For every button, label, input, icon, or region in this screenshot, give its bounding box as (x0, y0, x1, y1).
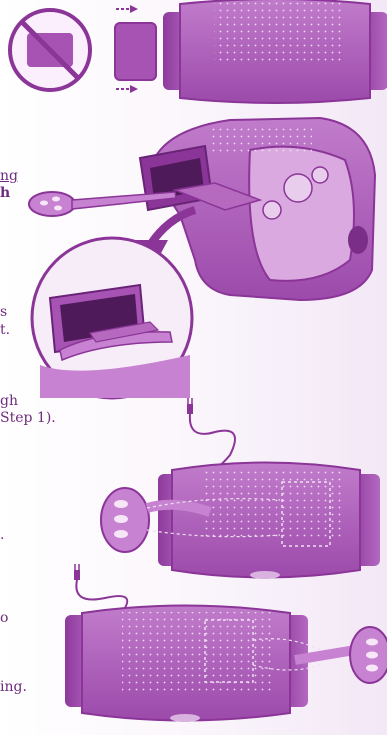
insert-arrow-icon (116, 5, 138, 13)
text-fragment-9: ing. (0, 679, 27, 695)
step-1-illustration (10, 0, 387, 103)
prohibited-icon (10, 10, 90, 90)
step-3-illustration (101, 398, 380, 579)
text-fragment-2: h (0, 185, 10, 201)
text-fragment-8: o (0, 610, 8, 626)
text-fragment-4: t. (0, 322, 10, 338)
insert-arrow-icon (116, 85, 138, 93)
text-fragment-7: . (0, 527, 4, 543)
text-fragment-1: ng (0, 168, 18, 184)
text-fragment-5: gh (0, 393, 18, 409)
zoom-inset (32, 238, 192, 398)
plug-icon (74, 564, 127, 615)
narrow-card (115, 23, 156, 80)
text-fragment-6: Step 1). (0, 410, 56, 426)
text-fragment-3: s (0, 304, 7, 320)
oven-top-view (163, 0, 387, 103)
step-4-illustration (65, 564, 387, 722)
step-2-illustration (29, 118, 375, 398)
